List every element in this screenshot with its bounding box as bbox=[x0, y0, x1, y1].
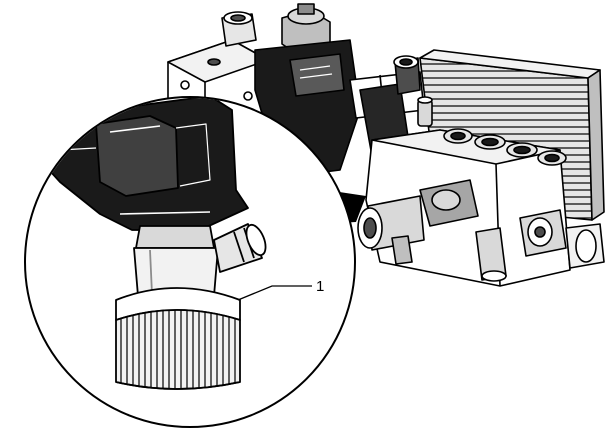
detail-hose-barb bbox=[213, 223, 267, 273]
top-ports bbox=[443, 128, 567, 166]
front-valve-right bbox=[519, 209, 605, 269]
drain-cap bbox=[115, 287, 241, 390]
front-valve-center bbox=[419, 179, 479, 227]
callout-leader-line bbox=[237, 285, 312, 301]
detail-drain-body bbox=[133, 225, 219, 297]
detail-black-housing bbox=[39, 98, 249, 231]
lower-outlet-pipe bbox=[475, 227, 507, 282]
callout-label: 1 bbox=[316, 278, 324, 295]
detail-magnifier bbox=[24, 96, 356, 428]
callout-1: 1 bbox=[237, 278, 324, 301]
top-connector-nut bbox=[221, 11, 257, 47]
hydraulic-block-assembly bbox=[167, 3, 605, 287]
front-valve-left bbox=[357, 195, 425, 265]
temperature-sensor bbox=[417, 96, 433, 127]
